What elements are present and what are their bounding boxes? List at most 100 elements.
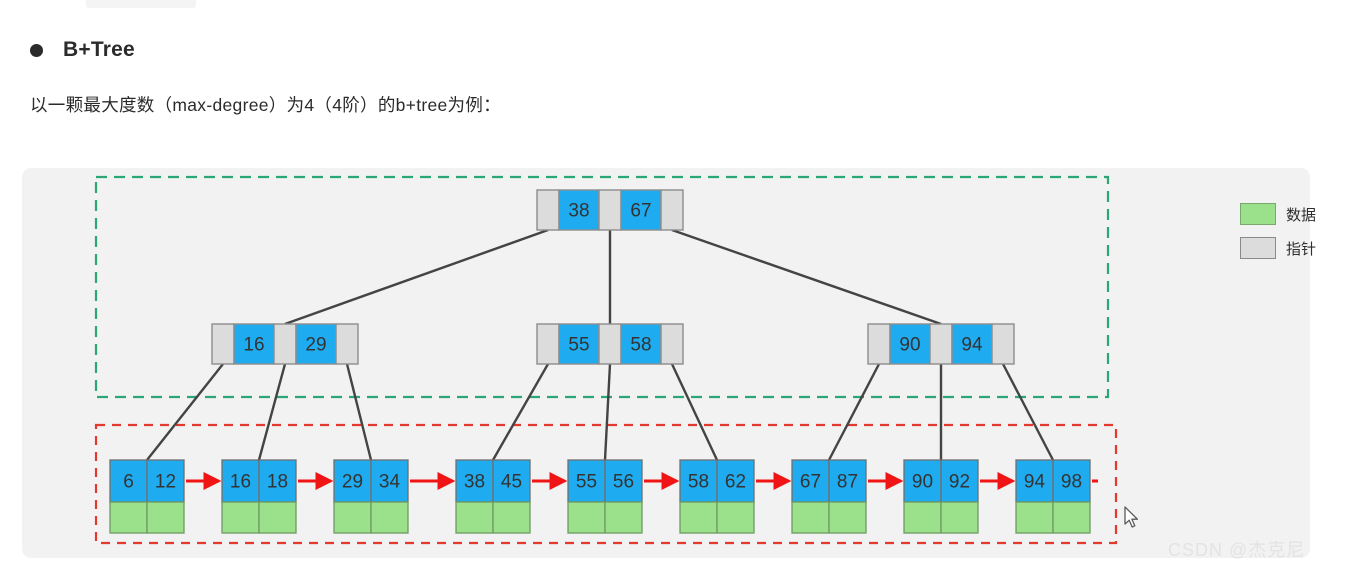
tree-edge [491, 363, 550, 461]
leaf-key-label: 55 [576, 472, 597, 493]
internal-node-2: 55 58 [536, 323, 684, 365]
node-pointer-cell [335, 323, 359, 365]
leaf-key-label: 12 [155, 472, 176, 493]
leaf-key-cell [370, 459, 409, 503]
leaf-data-cell [109, 501, 148, 534]
node-key-label: 58 [630, 335, 651, 356]
leaf-key-label: 58 [688, 472, 709, 493]
leaf-key-label: 62 [725, 472, 746, 493]
node-key-label: 55 [568, 335, 589, 356]
node-pointer-cell [991, 323, 1015, 365]
leaf-key-cell [109, 459, 148, 503]
tree-edge [257, 363, 287, 461]
leaf-data-cell [1015, 501, 1054, 534]
leaf-node-6: 58 62 [679, 459, 755, 534]
node-pointer-cell [660, 189, 684, 231]
root-node: 38 67 [536, 189, 684, 231]
leaf-data-cell [370, 501, 409, 534]
intro-paragraph: 以一颗最大度数（max-degree）为4（4阶）的b+tree为例： [30, 95, 501, 115]
node-pointer-cell [660, 323, 684, 365]
leaf-key-label: 38 [464, 472, 485, 493]
leaf-key-label: 34 [379, 472, 401, 493]
legend-item-data: 数据 [1240, 203, 1316, 225]
bullet-heading: B+Tree [30, 38, 135, 62]
leaf-data-cell [455, 501, 494, 534]
internal-node-3: 90 94 [867, 323, 1015, 365]
node-pointer-cell [929, 323, 953, 365]
leaf-key-cell [455, 459, 494, 503]
node-key-cell [558, 323, 600, 365]
leaf-data-cell [903, 501, 942, 534]
legend-label-pointer: 指针 [1286, 240, 1317, 258]
leaf-key-label: 18 [267, 472, 288, 493]
tree-edge [345, 363, 373, 461]
node-pointer-cell [598, 189, 622, 231]
leaf-data-cell [492, 501, 531, 534]
legend-item-pointer: 指针 [1240, 237, 1316, 259]
leaf-data-cell [940, 501, 979, 534]
page-title: B+Tree [63, 38, 135, 61]
node-key-label: 90 [899, 335, 920, 356]
csdn-watermark: CSDN @杰克尼 [1168, 540, 1306, 560]
data-region [94, 423, 1118, 545]
leaf-key-label: 87 [837, 472, 858, 493]
leaf-data-cell [791, 501, 830, 534]
node-key-cell [889, 323, 931, 365]
node-key-label: 94 [961, 335, 983, 356]
leaf-key-cell [903, 459, 942, 503]
node-pointer-cell [211, 323, 235, 365]
leaf-key-label: 16 [230, 472, 251, 493]
leaf-key-cell [716, 459, 755, 503]
leaf-key-label: 67 [800, 472, 821, 493]
legend-swatch-pointer-icon [1240, 237, 1276, 259]
tree-edge [146, 363, 224, 461]
node-pointer-cell [273, 323, 297, 365]
node-pointer-cell [536, 323, 560, 365]
leaf-data-cell [221, 501, 260, 534]
leaf-node-5: 55 56 [567, 459, 643, 534]
leaf-key-label: 98 [1061, 472, 1082, 493]
leaf-data-cell [716, 501, 755, 534]
leaf-key-label: 92 [949, 472, 970, 493]
top-cropped-fragment [86, 0, 196, 8]
leaf-key-cell [828, 459, 867, 503]
node-pointer-cell [536, 189, 560, 231]
leaf-key-cell [221, 459, 260, 503]
leaf-data-cell [333, 501, 372, 534]
leaf-key-label: 29 [342, 472, 363, 493]
node-key-label: 16 [243, 335, 264, 356]
leaf-key-label: 45 [501, 472, 522, 493]
leaf-node-4: 38 45 [455, 459, 531, 534]
leaf-node-9: 94 98 [1015, 459, 1091, 534]
leaf-data-cell [604, 501, 643, 534]
legend-swatch-data-icon [1240, 203, 1276, 225]
leaf-data-cell [1052, 501, 1091, 534]
tree-edge [284, 228, 549, 326]
leaf-data-cell [146, 501, 185, 534]
leaf-key-cell [1052, 459, 1091, 503]
node-pointer-cell [867, 323, 891, 365]
tree-edge [670, 363, 719, 461]
leaf-data-cell [258, 501, 297, 534]
node-key-label: 67 [630, 201, 651, 222]
tree-edge [603, 363, 612, 461]
legend-label-data: 数据 [1286, 206, 1317, 224]
node-key-label: 38 [568, 201, 589, 222]
node-key-label: 29 [305, 335, 326, 356]
leaf-key-cell [940, 459, 979, 503]
node-pointer-cell [598, 323, 622, 365]
leaf-data-cell [828, 501, 867, 534]
leaf-node-3: 29 34 [333, 459, 409, 534]
tree-edge [1001, 363, 1055, 461]
leaf-data-cell [567, 501, 606, 534]
tree-edge [671, 228, 942, 326]
leaf-key-label: 56 [613, 472, 634, 493]
leaf-key-cell [146, 459, 185, 503]
leaf-key-cell [1015, 459, 1054, 503]
leaf-key-label: 94 [1024, 472, 1046, 493]
